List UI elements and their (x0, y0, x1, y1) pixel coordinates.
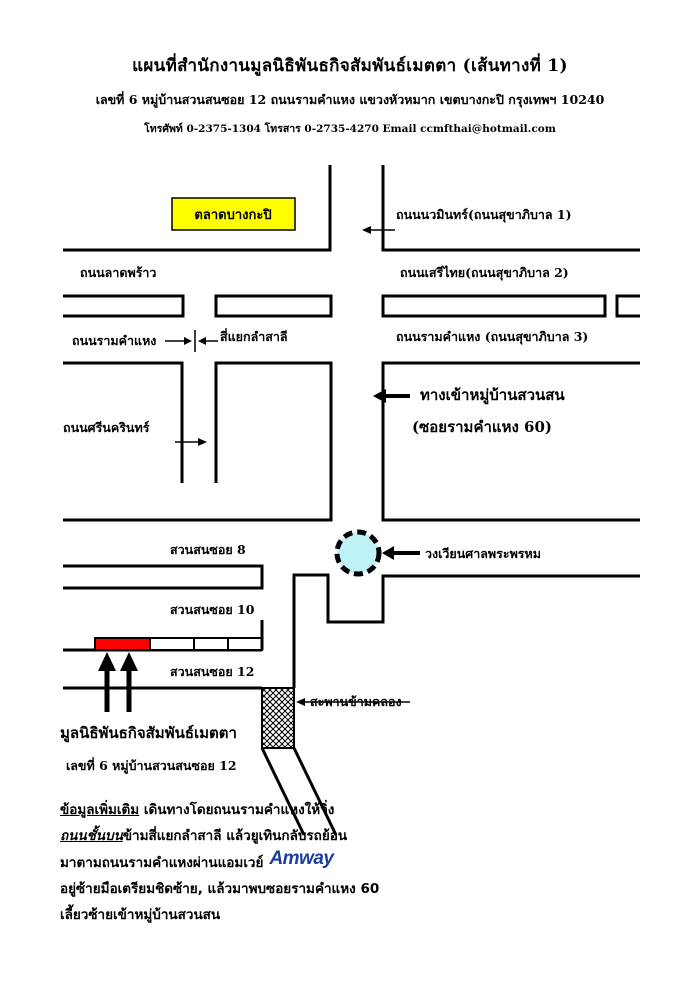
label-ramkhamhaeng-left: ถนนรามคำแหง (72, 333, 156, 348)
block-srinakarin-right (63, 361, 333, 522)
notes-line-4: อยู่ซ้ายมือเตรียมชิดซ้าย, แล้วมาพบซอยราม… (60, 881, 380, 897)
label-bridge: สะพานข้ามคลอง (310, 694, 402, 709)
road-edge-soi60 (292, 573, 640, 688)
label-soi-12: สวนสนซอย 12 (170, 664, 254, 679)
notes-heading: ข้อมูลเพิ่มเติม (60, 802, 140, 818)
foundation-building (94, 637, 151, 651)
notes-text: เดินทางโดยถนนรามคำแหงให้วิ่ง (139, 802, 335, 818)
arrow-ram-left-head (184, 337, 192, 345)
notes-emphasis: ถนนชั้นบน (60, 828, 123, 844)
notes-line-1: ข้อมูลเพิ่มเติม เดินทางโดยถนนรามคำแหงให้… (60, 797, 680, 823)
block-serithai (381, 294, 607, 318)
arrow-foundation-2-head (120, 652, 138, 671)
block-ladprao-left (63, 294, 185, 318)
arrow-roundabout-head (382, 546, 394, 560)
roundabout-circle (334, 529, 382, 577)
road-outlines (63, 165, 640, 836)
map-title: แผนที่สำนักงานมูลนิธิพันธกิจสัมพันธ์เมตต… (132, 56, 568, 76)
house (193, 637, 229, 651)
block-ladprao-right (214, 294, 333, 318)
market-label: ตลาดบางกะปิ (194, 208, 271, 223)
notes-line-2: ถนนชั้นบนข้ามสี่แยกลำสาลี แล้วยูเทินกลับ… (60, 823, 680, 849)
road-edge-nawamin-right (381, 165, 640, 252)
label-ramkhamhaeng-right: ถนนรามคำแหง (ถนนสุขาภิบาล 3) (396, 329, 588, 345)
notes-text: มาตามถนนรามคำแหงผ่านแอมเวย์ (60, 855, 264, 871)
contact-line: โทรศัพท์ 0-2375-1304 โทรสาร 0-2735-4270 … (144, 123, 556, 135)
arrow-srinakarin-head (198, 438, 207, 446)
label-village-entrance: ทางเข้าหมู่บ้านสวนสน (420, 386, 565, 405)
notes-line-3: มาตามถนนรามคำแหงผ่านแอมเวย์ Amway (60, 848, 680, 876)
label-soi-ramkhamhaeng: (ซอยรามคำแหง 60) (412, 418, 552, 436)
direction-arrows (98, 226, 420, 712)
label-ladprao: ถนนลาดพร้าว (80, 265, 156, 280)
block-far-right (615, 294, 640, 318)
notes-text: ข้ามสี่แยกลำสาลี แล้วยูเทินกลับรถย้อน (122, 828, 348, 844)
label-nawamin: ถนนนวมินทร์(ถนนสุขาภิบาล 1) (396, 207, 572, 223)
soi-10-houses (63, 620, 264, 652)
road-edge-nawamin-left (63, 165, 332, 252)
market-box (171, 197, 296, 231)
address-line: เลขที่ 6 หมู่บ้านสวนสนซอย 12 ถนนรามคำแหง… (95, 92, 605, 107)
bridge-road-left (260, 747, 306, 836)
label-soi-8: สวนสนซอย 8 (170, 542, 246, 557)
label-roundabout: วงเวียนศาลพระพรหม (425, 546, 541, 561)
house (149, 637, 195, 651)
arrow-nawamin-head (362, 226, 371, 234)
additional-info: ข้อมูลเพิ่มเติม เดินทางโดยถนนรามคำแหงให้… (60, 797, 680, 928)
amway-logo: Amway (269, 848, 334, 869)
block-ramkhamhaeng-right (381, 361, 640, 522)
arrow-foundation-1-head (98, 652, 116, 671)
label-intersection: สี่แยกลำสาลี (220, 328, 288, 344)
arrow-ram-right-head (198, 337, 206, 345)
label-soi-10: สวนสนซอย 10 (170, 602, 255, 617)
label-srinakarin: ถนนศรีนครินทร์ (63, 420, 150, 435)
block-soi-8 (63, 564, 264, 590)
label-serithai: ถนนเสรีไทย(ถนนสุขาภิบาล 2) (400, 265, 569, 281)
notes-line-5: เลี้ยวซ้ายเข้าหมู่บ้านสวนสน (60, 907, 221, 923)
canal-bridge (261, 687, 295, 749)
arrow-bridge-head (296, 698, 305, 706)
house (227, 637, 263, 651)
block-srinakarin-left (63, 361, 184, 483)
label-foundation: มูลนิธิพันธกิจสัมพันธ์เมตตา (60, 724, 237, 743)
arrow-entrance-head (373, 389, 386, 403)
label-foundation-address: เลขที่ 6 หมู่บ้านสวนสนซอย 12 (66, 757, 237, 774)
bridge-road-right (292, 747, 338, 836)
